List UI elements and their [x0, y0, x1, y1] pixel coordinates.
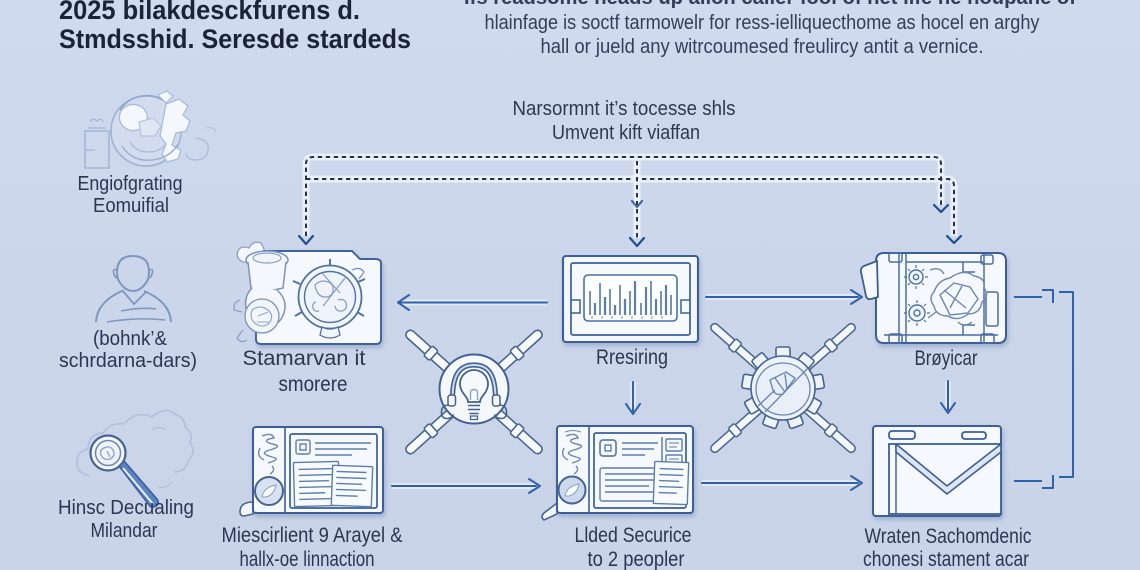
- svg-text:Engiofgrating: Engiofgrating: [78, 173, 183, 195]
- svg-text:Milandar: Milandar: [91, 520, 158, 542]
- svg-text:Stamarvan it: Stamarvan it: [243, 347, 366, 370]
- svg-text:hall or jueld any witrcoumesed: hall or jueld any witrcoumesed freulircy…: [541, 36, 984, 58]
- svg-text:Hinsc Decualing: Hinsc Decualing: [58, 497, 194, 519]
- svg-text:schrdarna-dars): schrdarna-dars): [59, 350, 197, 372]
- svg-text:Miescirlient 9 Arayel &: Miescirlient 9 Arayel &: [222, 524, 403, 547]
- svg-text:Stmdsshid. Seresde stardeds: Stmdsshid. Seresde stardeds: [59, 24, 411, 54]
- svg-text:Ifs readsome heads up alion ca: Ifs readsome heads up alion caller fool …: [464, 0, 1076, 9]
- svg-text:hlainfage is soctf tarmowelr f: hlainfage is soctf tarmowelr for ress-ie…: [485, 12, 1040, 34]
- svg-text:chonesi stament acar: chonesi stament acar: [863, 548, 1029, 570]
- svg-text:Wraten Sachomdenic: Wraten Sachomdenic: [865, 525, 1032, 548]
- svg-text:(bohnk’&: (bohnk’&: [93, 328, 168, 350]
- svg-text:Narsormnt it’s tocesse shls: Narsormnt it’s tocesse shls: [513, 98, 736, 120]
- svg-text:Umvent kift viaffan: Umvent kift viaffan: [552, 122, 700, 144]
- svg-text:hallx-oe linnaction: hallx-oe linnaction: [240, 548, 375, 570]
- svg-text:Llded Securice: Llded Securice: [575, 524, 692, 547]
- svg-text:to 2 peopler: to 2 peopler: [588, 548, 685, 570]
- svg-text:Eomuifial: Eomuifial: [93, 195, 169, 217]
- svg-text:Brøyicar: Brøyicar: [915, 347, 978, 370]
- svg-text:Rresiring: Rresiring: [596, 346, 668, 369]
- svg-text:smorere: smorere: [279, 373, 348, 396]
- svg-text:2025 bilakdesckfurens d.: 2025 bilakdesckfurens d.: [59, 0, 360, 25]
